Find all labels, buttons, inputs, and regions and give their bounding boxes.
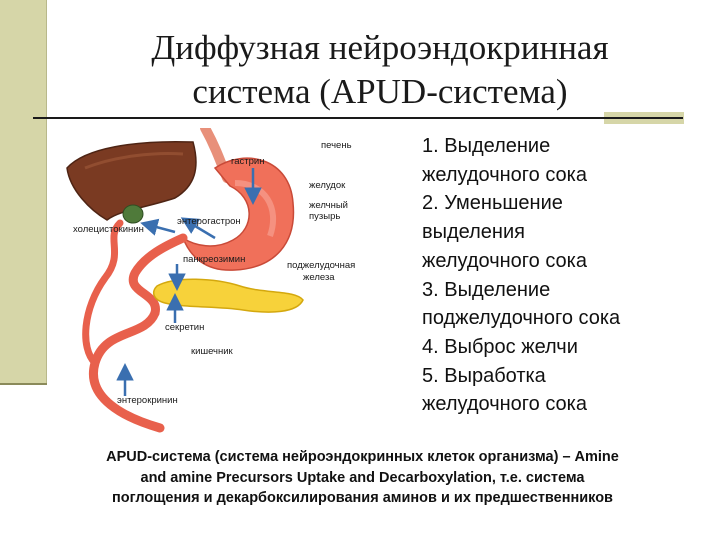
label-gastrin: гастрин — [231, 156, 264, 167]
caption-line-1: APUD-система (система нейроэндокринных к… — [106, 449, 619, 465]
label-enterogastron: энтерогастрон — [177, 216, 241, 227]
effects-list: 1. Выделение желудочного сока 2. Уменьше… — [422, 132, 712, 419]
apud-definition-caption: APUD-система (система нейроэндокринных к… — [40, 447, 685, 509]
side-decoration-bar — [0, 0, 47, 383]
label-stomach: желудок — [309, 180, 346, 191]
list-item: 2. Уменьшение — [422, 192, 563, 215]
label-pancreas-1: поджелудочная — [287, 260, 355, 271]
caption-line-3: поглощения и декарбоксилирования аминов … — [112, 490, 613, 506]
duodenum — [128, 233, 188, 318]
title-line-1: Диффузная нейроэндокринная — [151, 28, 609, 67]
liver-organ — [66, 140, 197, 221]
list-item: выделения — [422, 221, 525, 244]
list-item: 1. Выделение — [422, 135, 551, 157]
label-secretin: секретин — [165, 322, 204, 333]
title-line-2: система (APUD-система) — [192, 72, 568, 111]
list-item: 3. Выделение — [422, 278, 551, 301]
label-pancreas-2: железа — [303, 272, 335, 283]
title-divider — [33, 117, 683, 119]
digestive-hormones-diagram: печень гастрин желудок желчный пузырь эн… — [66, 128, 355, 433]
label-cholecystokinin: холецистокинин — [73, 224, 144, 235]
side-decoration-foot — [0, 383, 47, 385]
label-liver: печень — [321, 140, 352, 151]
gallbladder-organ — [122, 204, 144, 224]
label-intestine: кишечник — [191, 346, 234, 357]
list-item: 5. Выработка — [422, 364, 546, 387]
intestine-organ — [88, 308, 165, 433]
label-enterocrinin: энтерокринин — [117, 395, 178, 406]
slide-title: Диффузная нейроэндокринная система (APUD… — [60, 26, 700, 114]
label-gallbladder-1: желчный — [309, 200, 348, 211]
list-item: поджелудочного сока — [422, 307, 621, 330]
pancreas-organ — [152, 278, 304, 313]
list-item: желудочного сока — [422, 163, 587, 186]
list-item: 4. Выброс желчи — [422, 335, 578, 358]
caption-line-2: and amine Precursors Uptake and Decarbox… — [140, 469, 585, 486]
label-pancreozymin: панкреозимин — [183, 254, 245, 265]
stomach-organ — [181, 157, 295, 271]
list-item: желудочного сока — [422, 249, 587, 272]
list-item: желудочного сока — [422, 393, 587, 416]
label-gallbladder-2: пузырь — [309, 211, 340, 222]
